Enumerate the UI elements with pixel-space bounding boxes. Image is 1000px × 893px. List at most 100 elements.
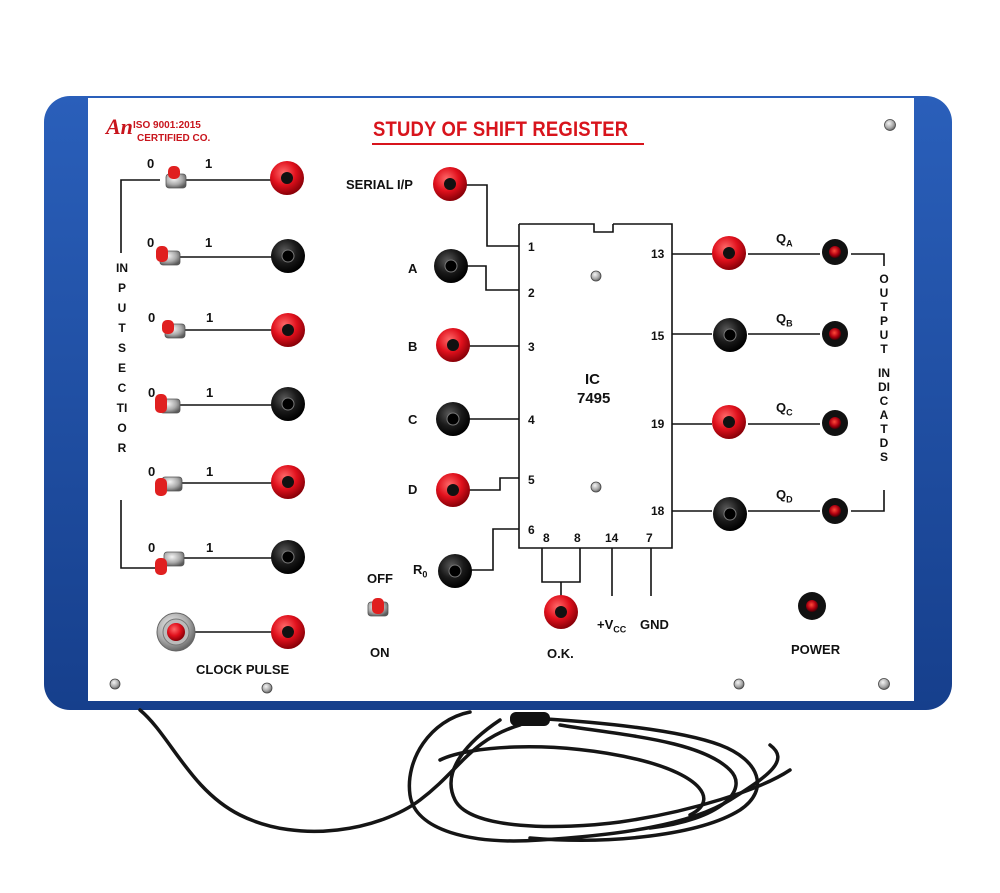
clock-pulse-label: CLOCK PULSE <box>196 662 290 677</box>
switch-3-low-label: 0 <box>148 310 156 325</box>
vcc-sub: CC <box>613 624 627 635</box>
input-sockets[interactable] <box>270 161 305 574</box>
output-leds <box>822 239 848 524</box>
ic-pin-8b: 8 <box>574 531 581 545</box>
ic-pin-19: 19 <box>651 417 665 431</box>
ok-socket[interactable] <box>544 595 578 629</box>
input-toggle-1[interactable] <box>165 166 187 189</box>
screw <box>884 119 896 131</box>
switch-1-low-label: 0 <box>147 156 155 171</box>
screw <box>878 678 890 690</box>
input-socket-5-red[interactable] <box>271 465 305 499</box>
switch-3-high-label: 1 <box>206 310 214 325</box>
ic-pin-6: 6 <box>528 523 535 537</box>
ic-pin-15: 15 <box>651 329 665 343</box>
a-label: A <box>408 261 418 276</box>
screw <box>261 682 273 694</box>
c-label: C <box>408 412 418 427</box>
ic-pin-1: 1 <box>528 240 535 254</box>
ic-pin-7: 7 <box>646 531 653 545</box>
white-panel <box>88 98 914 701</box>
input-socket-4-black[interactable] <box>271 387 305 421</box>
input-toggle-5[interactable] <box>155 476 183 496</box>
input-toggle-6[interactable] <box>155 551 185 575</box>
iso-line-2: CERTIFIED CO. <box>137 133 211 144</box>
switch-5-low-label: 0 <box>148 464 156 479</box>
input-toggle-3[interactable] <box>162 320 186 339</box>
screw <box>590 481 602 493</box>
screw <box>733 678 745 690</box>
qc-led <box>822 410 848 436</box>
r0-label: R0 <box>413 563 427 580</box>
power-cable <box>138 708 792 843</box>
switch-6-low-label: 0 <box>148 540 156 555</box>
gnd-label: GND <box>640 617 669 632</box>
qb-output-socket[interactable] <box>713 318 747 352</box>
input-toggle-2[interactable] <box>156 246 181 266</box>
company-logo: An <box>106 114 133 139</box>
qa-led <box>822 239 848 265</box>
switch-4-low-label: 0 <box>148 385 156 400</box>
qa-sub: A <box>786 238 793 249</box>
input-toggle-4[interactable] <box>155 394 181 414</box>
qd-led <box>822 498 848 524</box>
qb-main: Q <box>776 311 787 326</box>
switch-5-high-label: 1 <box>206 464 214 479</box>
screw <box>109 678 121 690</box>
ic-input-sockets[interactable] <box>433 167 472 588</box>
r0-main: R <box>413 562 423 577</box>
ic-pin-3: 3 <box>528 340 535 354</box>
output-section-label-2: INDICATDS <box>878 366 890 464</box>
ic-pin-2: 2 <box>528 286 535 300</box>
qa-main: Q <box>776 231 787 246</box>
switch-1-high-label: 1 <box>205 156 213 171</box>
cable-clip <box>510 712 550 726</box>
qb-label: QB <box>776 312 793 329</box>
qd-label: QD <box>776 488 793 505</box>
r0-input-socket[interactable] <box>438 554 472 588</box>
qd-output-socket[interactable] <box>713 497 747 531</box>
iso-line-1: ISO 9001:2015 <box>133 120 201 131</box>
power-led <box>798 592 826 620</box>
serial-input-socket[interactable] <box>433 167 467 201</box>
ic-pin-13: 13 <box>651 247 665 261</box>
qc-sub: C <box>786 407 793 418</box>
power-on-label: ON <box>370 645 390 660</box>
d-input-socket[interactable] <box>436 473 470 507</box>
vcc-main: +V <box>597 617 614 632</box>
qa-output-socket[interactable] <box>712 236 746 270</box>
clock-pulse-socket[interactable] <box>271 615 305 649</box>
power-indicator-label: POWER <box>791 642 841 657</box>
qb-sub: B <box>786 318 793 329</box>
board-title: STUDY OF SHIFT REGISTER <box>373 118 629 141</box>
qc-output-socket[interactable] <box>712 405 746 439</box>
qc-label: QC <box>776 401 793 418</box>
r0-sub: 0 <box>422 569 428 580</box>
clock-pulse-button[interactable] <box>156 612 196 652</box>
ok-label: O.K. <box>547 646 574 661</box>
input-socket-6-black[interactable] <box>271 540 305 574</box>
vcc-label: +VCC <box>597 618 626 635</box>
title-underline <box>372 143 644 145</box>
switch-6-high-label: 1 <box>206 540 214 555</box>
output-section-label-1: OUTPUT <box>879 272 889 356</box>
ic-pin-18: 18 <box>651 504 665 518</box>
input-section-label: INPUT SECTIOR <box>116 261 128 455</box>
b-input-socket[interactable] <box>436 328 470 362</box>
input-socket-3-red[interactable] <box>271 313 305 347</box>
serial-input-label: SERIAL I/P <box>346 177 413 192</box>
qd-main: Q <box>776 487 787 502</box>
qa-label: QA <box>776 232 793 249</box>
power-toggle-switch[interactable] <box>367 598 389 617</box>
input-socket-2-black[interactable] <box>271 239 305 273</box>
a-input-socket[interactable] <box>434 249 468 283</box>
input-socket-1-red[interactable] <box>270 161 304 195</box>
screw <box>590 270 602 282</box>
ic-label-line2: 7495 <box>577 390 611 407</box>
switch-4-high-label: 1 <box>206 385 214 400</box>
input-toggle-switches[interactable] <box>155 166 187 575</box>
output-sockets[interactable] <box>712 236 747 531</box>
ic-label-line1: IC <box>585 371 600 388</box>
c-input-socket[interactable] <box>436 402 470 436</box>
